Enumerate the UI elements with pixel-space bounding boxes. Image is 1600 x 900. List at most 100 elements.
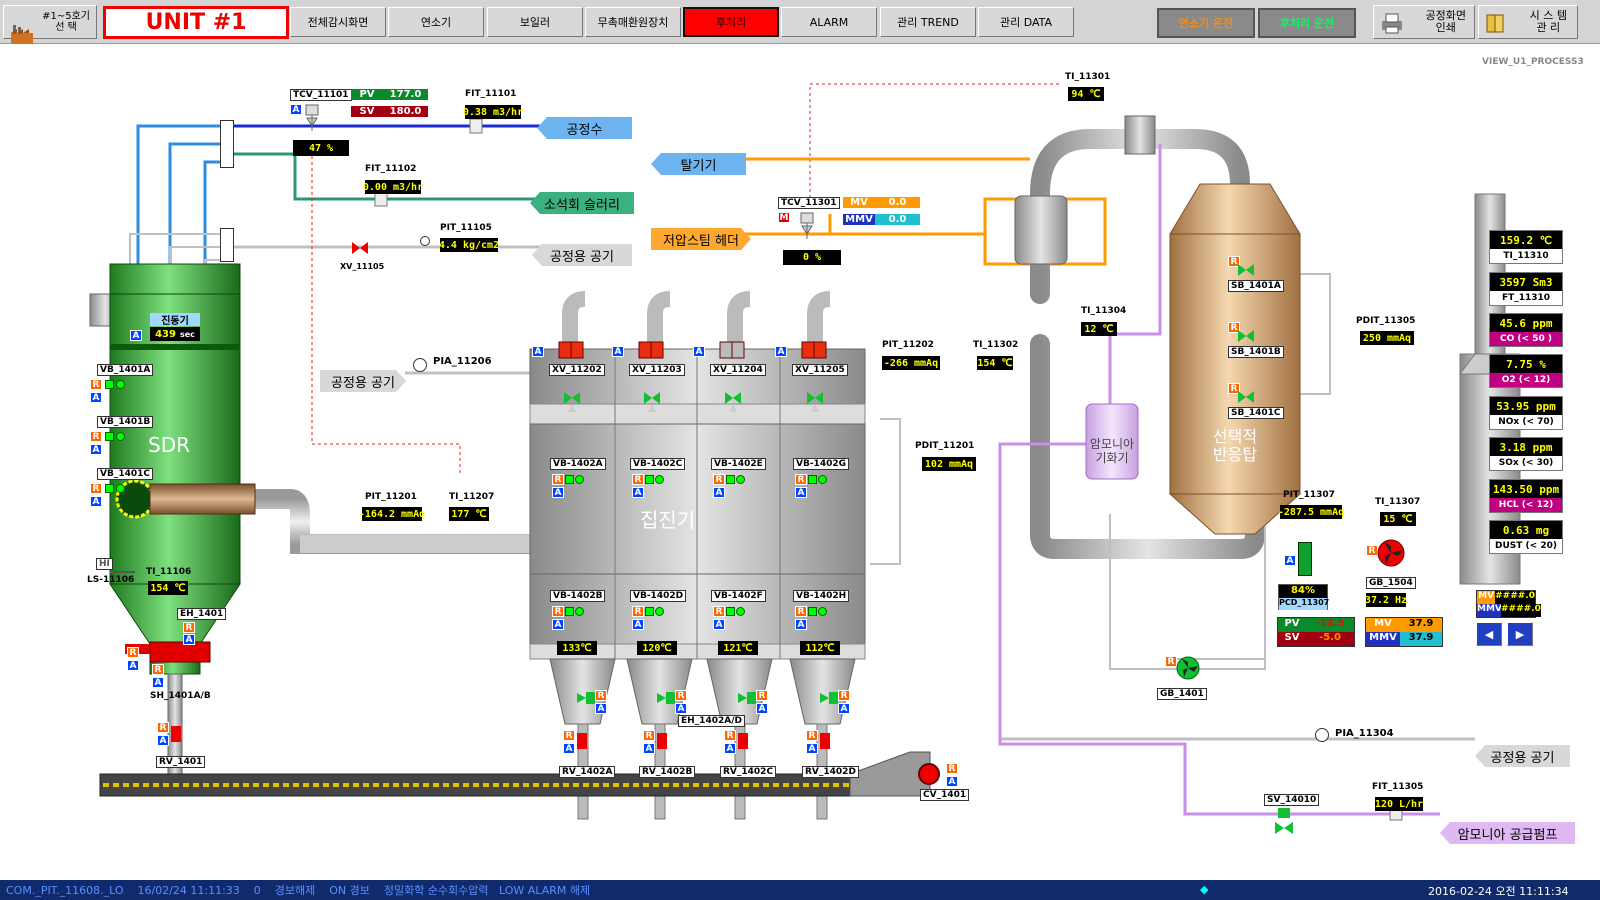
vb-bot-status[interactable]: [808, 607, 817, 616]
vb-bot-status[interactable]: [726, 607, 735, 616]
datetime: 2016-02-24 오전 11:11:34: [1428, 885, 1569, 898]
control-valve-icon[interactable]: [305, 104, 319, 132]
vb-bot-status[interactable]: [645, 607, 654, 616]
control-valve-icon[interactable]: [800, 212, 814, 240]
green-valve-icon[interactable]: [725, 390, 741, 412]
nav-tab-4[interactable]: 후처리: [683, 7, 779, 37]
screw-feeder-icon[interactable]: [738, 690, 756, 706]
rv-auto: A: [643, 743, 655, 754]
nav-tab-1[interactable]: 연소기: [388, 7, 484, 37]
green-valve-icon[interactable]: [644, 390, 660, 412]
alarm-message[interactable]: COM._PIT._11608._LO 16/02/24 11:11:33 0 …: [6, 884, 591, 897]
fan-icon[interactable]: [1376, 538, 1406, 568]
soot-blower-icon[interactable]: [1238, 389, 1254, 405]
red-valve-icon[interactable]: [352, 240, 368, 256]
print-label: 공정화면 인쇄: [1425, 9, 1466, 34]
nav-tab-5[interactable]: ALARM: [781, 7, 877, 37]
damper-valve-icon[interactable]: [800, 340, 828, 360]
mmv-label: MMV: [1477, 604, 1502, 617]
damper-valve-icon[interactable]: [718, 340, 746, 360]
mmv-value[interactable]: 37.9: [1400, 632, 1442, 646]
nav-tab-6[interactable]: 관리 TREND: [880, 7, 976, 37]
rv-tag: RV_1402C: [720, 766, 777, 778]
xv-tag: XV_11205: [792, 364, 848, 376]
rotary-valve-icon[interactable]: [738, 733, 748, 749]
conveyor-motor-icon[interactable]: [918, 763, 940, 785]
mv-value[interactable]: ####.0: [1495, 591, 1535, 604]
vb-top-status[interactable]: [645, 475, 654, 484]
process-air-tag-1: 공정용 공기: [532, 244, 632, 266]
blower-icon[interactable]: [1175, 655, 1201, 681]
system-mgmt-button[interactable]: 시 스 템 관 리: [1478, 5, 1578, 39]
vb-top-status[interactable]: [565, 475, 574, 484]
vb-top-status[interactable]: [726, 475, 735, 484]
xv-11105-tag: XV_11105: [340, 262, 385, 271]
fit-11305-tag: FIT_11305: [1372, 782, 1424, 792]
burner-run-button[interactable]: 연소기 운전: [1157, 8, 1255, 38]
unit-select-button[interactable]: #1~5호기 선 택: [3, 5, 97, 44]
emission-value: 3.18 ppm: [1490, 438, 1562, 456]
pcd-11307-box[interactable]: 84% PCD_11307: [1278, 584, 1329, 610]
solenoid-valve-icon[interactable]: [1275, 808, 1293, 834]
screw-feeder-icon[interactable]: [820, 690, 838, 706]
sdr-vb-status[interactable]: [105, 432, 114, 441]
vb-bot-auto: A: [795, 619, 807, 630]
print-screen-button[interactable]: 공정화면 인쇄: [1373, 5, 1475, 39]
nav-tab-3[interactable]: 무촉매환원장치: [585, 7, 681, 37]
sv-value[interactable]: -5.0: [1306, 632, 1354, 646]
vibrator-unit: sec: [179, 329, 195, 339]
sdr-vb-tag: VB_1401B: [97, 416, 154, 428]
ti-11304-tag: TI_11304: [1081, 306, 1127, 316]
pit-11202-tag: PIT_11202: [882, 340, 934, 350]
rotary-valve-icon[interactable]: [820, 733, 830, 749]
soot-blower-icon[interactable]: [1238, 328, 1254, 344]
sdr-vb-tag: VB_1401C: [97, 468, 153, 480]
vb-top-status[interactable]: [808, 475, 817, 484]
vb-top-tag: VB-1402E: [711, 458, 766, 470]
soot-blower-icon[interactable]: [1238, 262, 1254, 278]
prev-page-button[interactable]: ◀: [1476, 622, 1502, 646]
vibrator-timer[interactable]: 439 sec: [150, 327, 200, 341]
rotary-valve-icon[interactable]: [171, 726, 181, 742]
sdr-vb-status[interactable]: [105, 380, 114, 389]
sdr-vb-auto: A: [90, 392, 102, 403]
ti-11207-value: 177 ℃: [449, 507, 489, 521]
vb-bot-status[interactable]: [565, 607, 574, 616]
nav-tab-2[interactable]: 보일러: [487, 7, 583, 37]
mmv-value[interactable]: ####.0: [1501, 604, 1541, 617]
rotary-valve-icon[interactable]: [657, 733, 667, 749]
rotary-valve-icon[interactable]: [577, 733, 587, 749]
sv-value[interactable]: 180.0: [383, 106, 428, 117]
damper-valve-icon[interactable]: [637, 340, 665, 360]
screw-feeder-icon[interactable]: [577, 690, 595, 706]
damper-icon[interactable]: [1298, 542, 1312, 576]
post-run-button[interactable]: 후처리 운전: [1258, 8, 1356, 38]
nav-tab-0[interactable]: 전체감시화면: [290, 7, 386, 37]
rv-remote: R: [724, 730, 736, 741]
fit-11102-tag: FIT_11102: [365, 164, 417, 174]
next-page-button[interactable]: ▶: [1507, 622, 1533, 646]
ti-11301-value: 94 ℃: [1068, 87, 1104, 101]
damper-valve-icon[interactable]: [557, 340, 585, 360]
sdr-vb-status[interactable]: [105, 484, 114, 493]
green-valve-icon[interactable]: [564, 390, 580, 412]
screw-feeder-icon[interactable]: [657, 690, 675, 706]
vb-top-remote: R: [552, 474, 564, 485]
green-valve-icon[interactable]: [807, 390, 823, 412]
gb-1401-tag: GB_1401: [1157, 688, 1207, 700]
hopper-temp: 112℃: [800, 641, 840, 655]
mmv-value[interactable]: 0.0: [875, 214, 920, 225]
folder-icon: [1485, 12, 1509, 37]
nav-tab-7[interactable]: 관리 DATA: [978, 7, 1074, 37]
mv-value[interactable]: 0.0: [875, 197, 920, 208]
emission-item[interactable]: 7.75 %O2 (< 12): [1489, 354, 1563, 388]
mv-value[interactable]: 37.9: [1400, 618, 1442, 632]
tcv-11301-tag: TCV_11301: [778, 197, 840, 209]
